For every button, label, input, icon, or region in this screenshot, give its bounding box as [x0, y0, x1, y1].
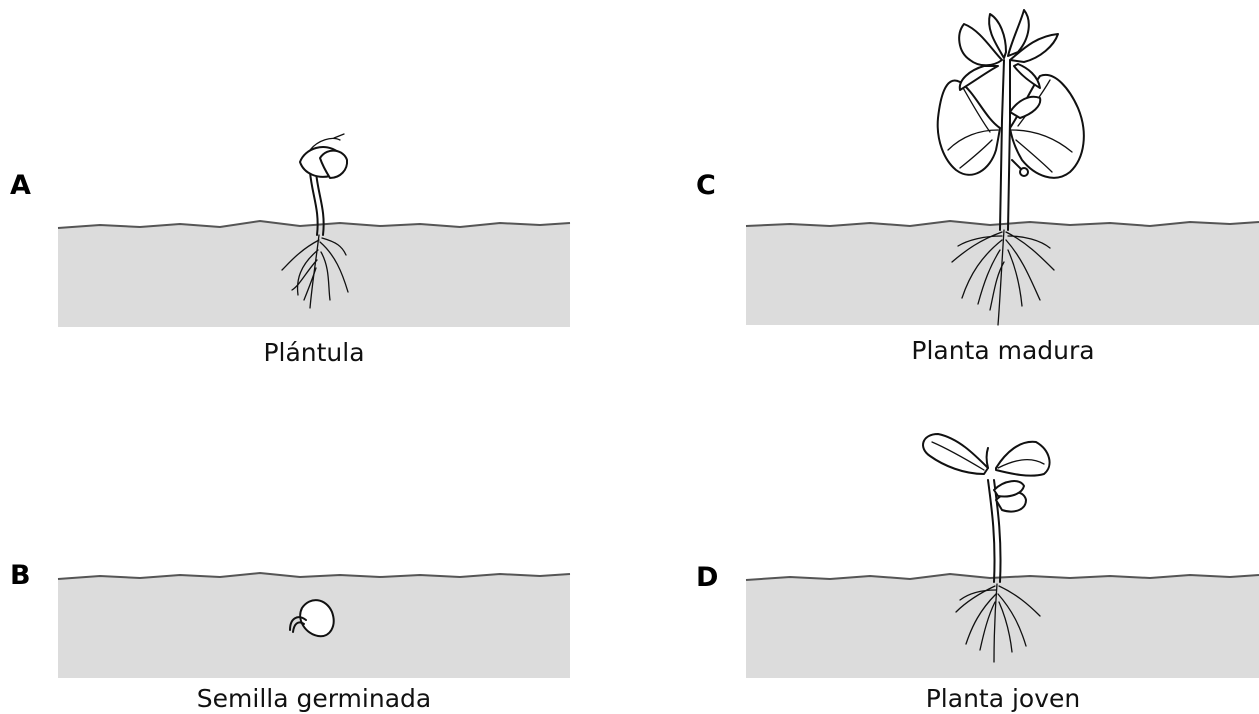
panel-d-caption: Planta joven	[743, 686, 1259, 711]
panel-d-soil	[746, 574, 1259, 678]
